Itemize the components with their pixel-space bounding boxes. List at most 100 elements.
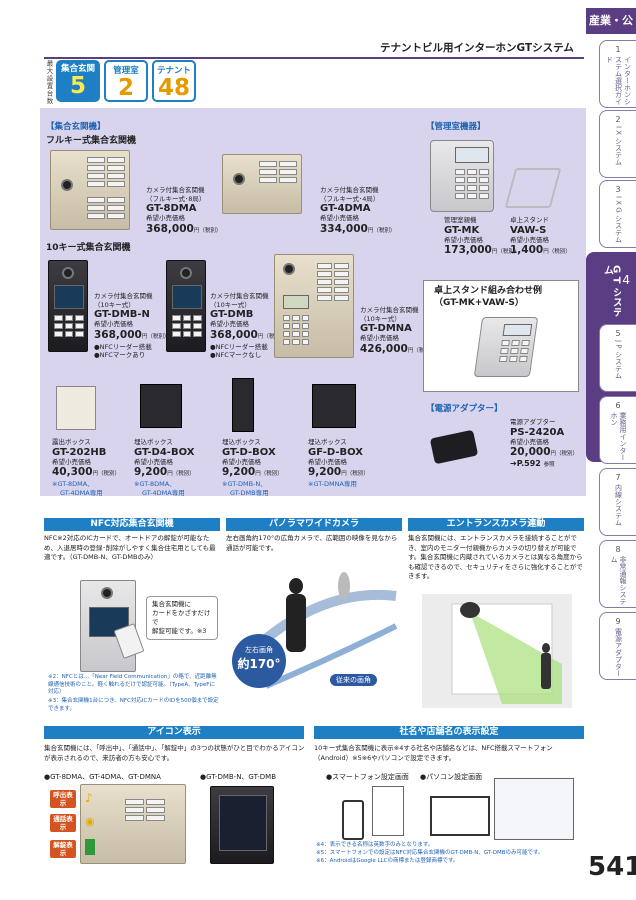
price-label: 希望小売価格 [360,334,399,342]
icon-models-label-1: ●GT-8DMA、GT-4DMA、GT-DMNA [44,773,161,781]
ten-key-title: 10キー式集合玄関機 [46,243,131,253]
tab-label: 業務用インターホン [610,412,627,461]
box-note: ※GT-8DMA、 [134,480,176,488]
count-label: 集合玄関 [60,64,95,74]
desc: カメラ付集合玄関機 [94,292,153,300]
icon-display-device: ♪ ◉ [80,784,186,864]
tab-label: J P システム [614,340,623,379]
button-grid [317,263,349,301]
model-name: GT-DMNA [360,323,412,334]
count-value: 5 [69,73,86,99]
desc: （10キー式） [360,314,401,323]
price-value: 368,000 [210,328,258,341]
price-label: 希望小売価格 [210,320,249,328]
name-note-3: ※6：AndroidはGoogle LLCの商標または登録商標です。 [316,858,459,864]
door-icon [85,839,95,855]
combo-example-box: 卓上スタンド組み合わせ例 （GT-MK+VAW-S） [423,280,579,392]
model-name: VAW-S [510,224,547,236]
tab-label: インターホンシステム選択ガイド [605,56,632,105]
product-vaw-s: 卓上スタンド VAW-S 希望小売価格 1,400円（税別） [510,216,571,258]
price: 9,200円（税別） [222,466,283,480]
combo-title-line: （GT-MK+VAW-S） [434,298,524,308]
category-tab[interactable]: 産業・公共 [586,8,636,53]
nfc-feature-title: NFC対応集合玄関機 [44,518,220,531]
keypad [498,340,530,362]
product-ps-2420a: 電源アダプター PS-2420A 希望小売価格 20,000円（税別） ➔P.5… [510,418,578,470]
combo-title: 卓上スタンド組み合わせ例 （GT-MK+VAW-S） [434,285,542,309]
desc: （フルキー式･8局） [146,194,206,203]
icon-display-screen-device [210,786,274,864]
desc: 埋込ボックス [134,438,173,446]
tag-calling: 呼出表示 [50,790,76,808]
price: 173,000円（税別） [444,244,519,258]
count-value: 2 [117,75,134,101]
camera-icon [180,267,192,279]
tab-num: 2 [615,115,621,124]
tag-unlocking: 解錠表示 [50,840,76,858]
keypad [172,315,202,337]
talk-icon: ◉ [85,815,95,828]
product-gf-d-box: 埋込ボックス GF-D-BOX 希望小売価格 9,200円（税別） ※GT-DM… [308,438,369,489]
keypad [54,315,84,337]
callout-line: 解錠可能です。※3 [152,627,207,635]
desc: カメラ付集合玄関機 [210,292,269,300]
product-gt-dmb-n: カメラ付集合玄関機 （10キー式） GT-DMB-N 希望小売価格 368,00… [94,292,169,360]
entrance-camera-feature-title: エントランスカメラ連動 [408,518,584,531]
nfc-note-2: ※3：集合玄関機1台につき、NFC対応ICカードのIDを500個まで設定できます… [48,698,219,712]
nfc-note-1: ※2：NFCとは…「Near Field Communication」の略で、近… [48,674,217,695]
combo-title-line: 卓上スタンド組み合わせ例 [434,286,543,296]
price-value: 9,200 [134,466,168,478]
display-screen [219,795,267,851]
product-gt-dmna: カメラ付集合玄関機 （10キー式） GT-DMNA 希望小売価格 426,000… [360,306,435,357]
page-reference[interactable]: ➔P.592 参照 [510,459,555,468]
model-name: PS-2420A [510,426,565,438]
tax-note: 円（税別） [257,333,286,340]
model-name: GF-D-BOX [308,446,363,458]
panorama-feature-text: 左右画角約170°の広角カメラで、広範囲の映像を見なから通話が可能です。 [226,534,398,552]
price-value: 368,000 [146,222,194,235]
name-setting-feature-title: 社名や店舗名の表示設定 [314,726,584,739]
tax-note: 円（税別） [550,451,579,457]
gt-d-box-image [232,378,254,432]
angle-badge: 左右画角 約170° [232,634,286,688]
smartphone-screen-label: ●スマートフォン設定画面 [326,773,409,781]
tax-note: 円（税別） [167,471,195,477]
page-ref-link[interactable]: ➔P.592 [510,459,541,468]
page-number: 541 [588,852,636,882]
gt-dmb-image [166,260,206,352]
price: 1,400円（税別） [510,244,571,258]
icon-models-label-2: ●GT-DMB-N、GT-DMB [200,773,277,781]
tax-note: 円（税別） [543,249,571,255]
model-name: GT-4DMA [320,203,371,214]
tab-label: 非常通報システム [610,556,627,605]
angle-label: 左右画角 [245,646,273,654]
price-value: 368,000 [94,328,142,341]
price-value: 9,200 [308,466,342,478]
product-gt-d4-box: 埋込ボックス GT-D4-BOX 希望小売価格 9,200円（税別） ※GT-8… [134,438,195,497]
product-gt-d-box: 埋込ボックス GT-D-BOX 希望小売価格 9,200円（税別） ※GT-DM… [222,438,283,497]
product-gt-mk: 管理室親機 GT-MK 希望小売価格 173,000円（税別） [444,216,519,258]
dome-camera-icon [460,602,480,618]
desc: 埋込ボックス [222,438,261,446]
product-gt-8dma: カメラ付集合玄関機 （フルキー式･8局） GT-8DMA 希望小売価格 368,… [146,186,221,237]
price: 334,000円（税別） [320,223,395,237]
door-unit-icon [338,572,350,600]
price-label: 希望小売価格 [94,320,133,328]
desc: （フルキー式･4局） [320,194,380,203]
price-value: 1,400 [510,244,544,256]
price-value: 40,300 [52,466,93,478]
product-gt-4dma: カメラ付集合玄関機 （フルキー式･4局） GT-4DMA 希望小売価格 334,… [320,186,395,237]
model-name: GT-DMB [210,309,254,320]
feature-note: ●NFCリーダー搭載 [210,342,268,351]
count-value: 48 [157,75,190,101]
